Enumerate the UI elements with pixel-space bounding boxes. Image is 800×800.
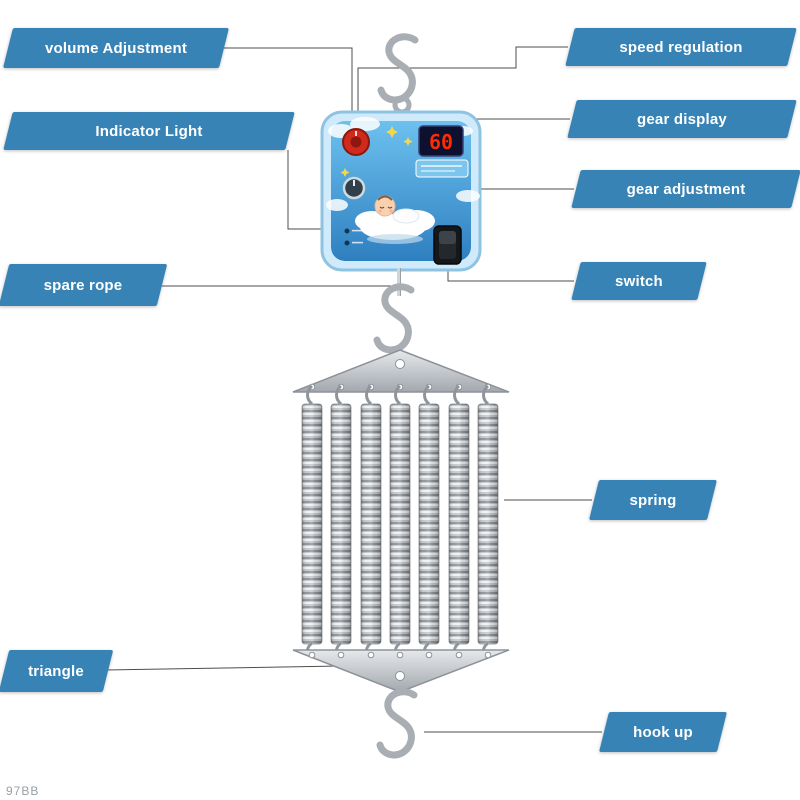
label-spring: spring	[589, 480, 717, 520]
label-triangle: triangle	[0, 650, 114, 692]
star-decorations	[340, 126, 413, 177]
label-spare-rope: spare rope	[0, 264, 168, 306]
controller-box: 60	[320, 110, 482, 272]
gear-display-value: 60	[429, 130, 453, 154]
spring-set	[301, 384, 499, 659]
label-text: gear display	[637, 110, 727, 128]
plate-holes	[308, 651, 492, 659]
spring-coil	[448, 384, 470, 659]
spring-coil	[360, 384, 382, 659]
hanger-ring	[392, 95, 412, 115]
indicator-lights	[344, 228, 363, 246]
bottom-hook-icon	[380, 692, 414, 755]
label-text: switch	[615, 272, 663, 290]
connector-volume	[224, 47, 353, 128]
gear-display-screen: 60	[418, 125, 464, 157]
speed-knob	[342, 176, 366, 200]
label-text: hook up	[633, 723, 693, 741]
bottom-triangle-plate	[292, 649, 510, 693]
spring-coil	[477, 384, 499, 659]
label-gear-adjustment: gear adjustment	[571, 170, 800, 208]
connector-speed	[357, 46, 568, 128]
label-text: gear adjustment	[626, 180, 746, 198]
label-text: volume Adjustment	[44, 39, 188, 57]
label-gear-display: gear display	[567, 100, 797, 138]
label-text: spring	[629, 491, 677, 509]
spring-coil	[301, 384, 323, 659]
label-text: triangle	[28, 662, 84, 680]
spring-coil	[330, 384, 352, 659]
power-switch	[433, 225, 462, 265]
label-text: spare rope	[43, 276, 123, 294]
volume-knob	[342, 128, 370, 156]
label-indicator-light: Indicator Light	[3, 112, 295, 150]
baby-illustration	[355, 195, 435, 244]
label-text: speed regulation	[619, 38, 743, 56]
label-text: Indicator Light	[95, 122, 203, 140]
middle-hook-icon	[377, 287, 411, 350]
spring-coil	[389, 384, 411, 659]
label-hook-up: hook up	[599, 712, 727, 752]
spring-coil	[418, 384, 440, 659]
connector-lines	[105, 46, 602, 733]
watermark-text: 97BB	[6, 784, 40, 798]
label-speed-regulation: speed regulation	[565, 28, 797, 66]
label-volume-adjustment: volume Adjustment	[3, 28, 229, 68]
connector-triangle	[105, 665, 341, 671]
label-switch: switch	[571, 262, 707, 300]
info-plate	[415, 159, 469, 178]
top-triangle-plate	[292, 349, 510, 393]
